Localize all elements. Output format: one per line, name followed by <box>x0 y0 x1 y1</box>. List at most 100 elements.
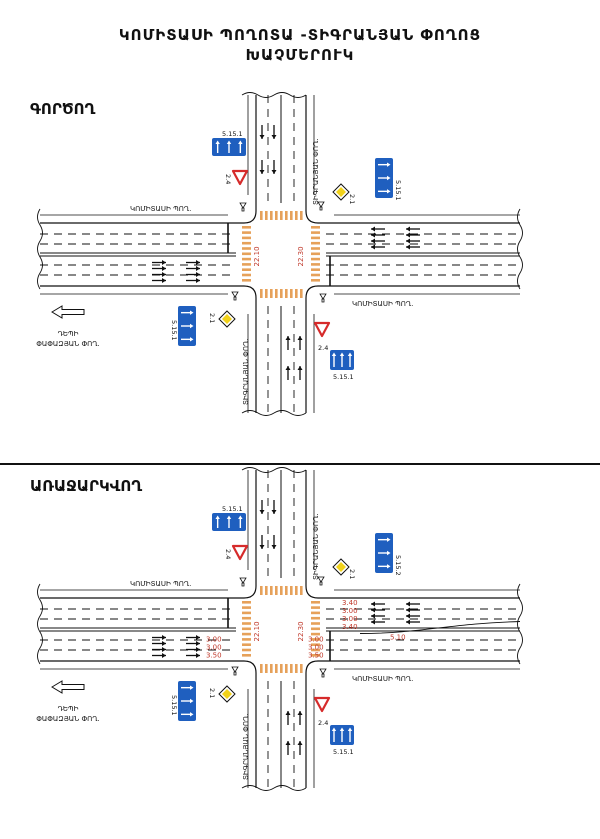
taper-line <box>359 621 521 634</box>
lane-arrow-n2-head <box>259 170 265 174</box>
sign-code-nw-yield: 2.4 <box>224 549 232 559</box>
traffic-light-sw <box>231 666 239 676</box>
sign-code-ne-lanes: 5.15.2 <box>394 555 402 576</box>
priority-sign-sw-fill <box>222 314 232 324</box>
crosswalk-stripe-e <box>311 654 320 657</box>
yield-sign-nw <box>231 544 249 561</box>
lane-arrow-s2-head <box>285 366 291 370</box>
crosswalk-stripe-n <box>270 586 273 595</box>
lane-arrow-e2-head <box>406 613 410 619</box>
lane-sign-se-arrowhead <box>339 352 345 356</box>
sign-code-ne-priority: 2.1 <box>348 194 356 204</box>
lane-sign-nw-arrowhead <box>238 515 243 519</box>
lane-sign-sw-arrowhead <box>190 698 194 704</box>
crosswalk-stripe-s <box>275 664 278 673</box>
priority-sign-ne-fill <box>336 562 346 572</box>
lane-arrow-e1-head <box>371 619 375 625</box>
panel-label-current: ԳՈՐԾՈՂ <box>30 100 96 118</box>
crosswalk-stripe-e <box>311 226 320 229</box>
lane-arrow-e1-head <box>371 226 375 232</box>
crosswalk-stripe-e <box>311 273 320 277</box>
sign-code-nw: 5.15.1 <box>222 505 243 513</box>
crosswalk-stripe-n <box>285 586 288 595</box>
crosswalk-stripe-n <box>285 211 288 220</box>
lane-arrow-e1-head <box>371 244 375 250</box>
crosswalk-stripe-s <box>275 289 278 298</box>
lane-arrow-e2-head <box>406 238 410 244</box>
crosswalk-stripe-s <box>270 664 273 673</box>
lane-arrow-s2-head <box>297 741 303 745</box>
lane-arrow-w1-head <box>162 272 166 277</box>
crosswalk-stripe-e <box>311 263 320 266</box>
lane-arrow-w2-head <box>196 278 200 283</box>
crosswalk-stripe-s <box>270 289 273 298</box>
road-edge-ne <box>305 95 520 224</box>
crosswalk-stripe-e <box>311 231 320 234</box>
panel-label-proposed: ԱՌԱՋԱՐԿՎՈՂ <box>30 477 143 495</box>
lane-sign-nw-arrowhead <box>226 515 232 519</box>
lane-arrow-e2-head <box>406 232 410 238</box>
crosswalk-stripe-n <box>295 586 298 595</box>
road-edge-sw <box>40 285 257 413</box>
dimension-east: 22.30 <box>297 621 305 641</box>
lane-arrow-e2-head <box>406 226 410 232</box>
lane-arrow-w1-head <box>162 641 166 646</box>
street-name-south: ՏԻԳՐԱՆՅԱՆ ՓՈՂ. <box>242 339 250 405</box>
crosswalk-stripe-w <box>242 611 251 615</box>
crosswalk-stripe-e <box>311 638 320 641</box>
lane-sign-se-arrowhead <box>347 727 353 731</box>
road-edge-ne <box>305 470 520 599</box>
priority-sign-sw-fill <box>222 689 232 699</box>
crosswalk-stripe-s <box>290 289 293 298</box>
crosswalk-stripe-w <box>242 247 251 250</box>
dimension-west: 22.10 <box>253 621 261 641</box>
lane-arrow-e2-head <box>406 601 410 607</box>
street-name-east: ԿՈՄԻՏԱՍԻ ՊՈՂ. <box>352 675 413 683</box>
crosswalk-stripe-s <box>300 289 303 298</box>
lane-width-east-top: 3.40 <box>342 599 358 607</box>
crosswalk-stripe-e <box>311 606 320 609</box>
crosswalk-stripe-w <box>242 627 251 631</box>
lane-sign-ne-arrowhead <box>387 162 391 167</box>
crosswalk-stripe-s <box>295 289 298 298</box>
lane-width-east-bottom: 3.50 <box>308 652 324 660</box>
lane-width-east-top: 3.40 <box>342 623 358 631</box>
lane-arrow-w1-head <box>162 266 166 271</box>
traffic-light-se <box>319 293 327 303</box>
lane-arrow-s2-head <box>297 366 303 370</box>
lane-arrow-e1-head <box>371 232 375 238</box>
lane-arrow-w1-head <box>162 278 166 283</box>
yield-sign-nw <box>231 169 249 186</box>
lane-width-west: 3.00 <box>206 636 222 644</box>
lane-sign-se-arrowhead <box>347 352 353 356</box>
crosswalk-stripe-e <box>311 268 320 271</box>
sign-code-nw-yield: 2.4 <box>224 174 232 184</box>
sign-code-se-lanes: 5.15.1 <box>333 748 354 756</box>
road-edge-sw <box>40 660 257 788</box>
crosswalk-stripe-w <box>242 601 251 604</box>
lane-arrow-n2-head <box>271 170 277 174</box>
crosswalk-stripe-e <box>311 616 320 620</box>
lane-arrow-w2-head <box>196 653 200 658</box>
crosswalk-stripe-w <box>242 643 251 646</box>
priority-sign-ne-fill <box>336 187 346 197</box>
street-name-west: ԿՈՄԻՏԱՍԻ ՊՈՂ. <box>130 580 191 588</box>
lane-arrow-n2-head <box>271 545 277 549</box>
diagram-subtitle: ԽԱՉՄԵՐՈՒԿ <box>245 46 355 64</box>
direction-note-1: ԴԵՊԻ <box>58 705 79 713</box>
crosswalk-stripe-e <box>311 236 320 240</box>
crosswalk-stripe-n <box>290 211 293 220</box>
crosswalk-stripe-n <box>260 211 263 220</box>
lane-sign-ne-arrowhead <box>387 550 391 556</box>
street-name-east: ԿՈՄԻՏԱՍԻ ՊՈՂ. <box>352 300 413 308</box>
crosswalk-stripe-w <box>242 273 251 277</box>
traffic-light-ne <box>317 201 325 211</box>
lane-arrow-w1-head <box>162 653 166 658</box>
crosswalk-stripe-w <box>242 231 251 234</box>
road-edge-se <box>305 285 520 413</box>
crosswalk-stripe-e <box>311 247 320 250</box>
crosswalk-stripe-s <box>280 289 283 298</box>
lane-arrow-n1-head <box>271 510 277 514</box>
crosswalk-stripe-n <box>300 211 303 220</box>
lane-sign-sw-arrowhead <box>190 685 194 690</box>
